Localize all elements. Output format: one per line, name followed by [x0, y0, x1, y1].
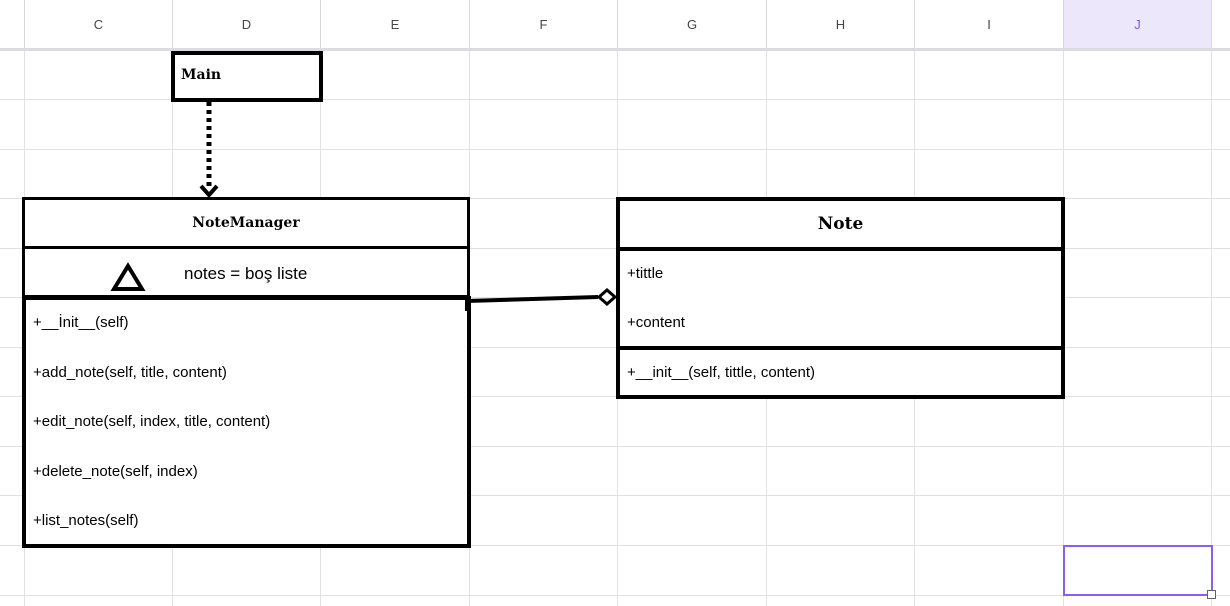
selected-cell[interactable] — [1063, 545, 1213, 596]
main-class-title: Main — [181, 67, 222, 83]
note-header-divider — [616, 247, 1065, 251]
column-header-g[interactable]: G — [618, 0, 767, 48]
dependency-arrowhead — [199, 184, 219, 199]
column-header-next[interactable] — [1212, 0, 1230, 48]
gridline-horizontal — [0, 198, 1230, 199]
note-attribute: +content — [627, 314, 685, 331]
column-header-j[interactable]: J — [1064, 0, 1212, 48]
note-class-box[interactable] — [616, 197, 1065, 399]
column-header-f[interactable]: F — [470, 0, 618, 48]
notemanager-method: +edit_note(self, index, title, content) — [33, 413, 271, 430]
aggregation-line — [465, 295, 599, 303]
aggregation-diamond-icon — [596, 288, 618, 306]
gridline-horizontal — [0, 347, 1230, 348]
gridline-horizontal — [0, 248, 1230, 249]
notemanager-methods-box[interactable] — [22, 296, 471, 548]
column-header-d[interactable]: D — [173, 0, 321, 48]
gridline-horizontal — [0, 99, 1230, 100]
notemanager-divider — [22, 246, 470, 249]
gridline-horizontal — [0, 446, 1230, 447]
column-header-i[interactable]: I — [915, 0, 1064, 48]
column-header-h[interactable]: H — [767, 0, 915, 48]
gridline-vertical — [1211, 51, 1212, 606]
note-attribute: +tittle — [627, 265, 664, 282]
column-header-previous[interactable] — [0, 0, 25, 48]
note-class-title: Note — [817, 214, 864, 234]
gridline-horizontal — [0, 545, 1230, 546]
notemanager-method: +delete_note(self, index) — [33, 463, 198, 480]
aggregation-line-end — [465, 297, 470, 311]
notemanager-method: +list_notes(self) — [33, 512, 139, 529]
column-header-e[interactable]: E — [321, 0, 470, 48]
notemanager-method: +add_note(self, title, content) — [33, 364, 227, 381]
gridline-horizontal — [0, 396, 1230, 397]
notemanager-class-title: NoteManager — [192, 215, 300, 231]
gridline-horizontal — [0, 495, 1230, 496]
note-methods-divider — [616, 346, 1065, 350]
main-class-box[interactable] — [171, 51, 323, 102]
column-header-c[interactable]: C — [25, 0, 173, 48]
fill-handle[interactable] — [1207, 590, 1216, 599]
notemanager-method: +__İnit__(self) — [33, 314, 129, 331]
header-divider — [0, 48, 1230, 51]
inheritance-triangle-icon — [110, 262, 146, 291]
note-method: +__init__(self, tittle, content) — [627, 364, 816, 381]
gridline-horizontal — [0, 149, 1230, 150]
gridline-horizontal — [0, 595, 1230, 596]
notemanager-attribute: notes = boş liste — [184, 264, 308, 283]
